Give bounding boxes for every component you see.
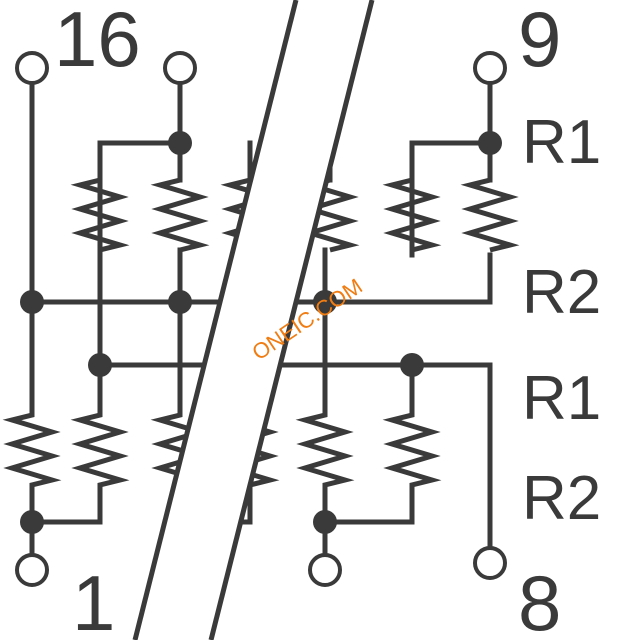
resistor (382, 165, 442, 253)
pin-label-1: 1 (72, 559, 116, 640)
pin-label-8: 8 (518, 559, 562, 640)
break-line-left (132, 0, 299, 640)
junction-dot (400, 353, 424, 377)
pin-terminal-16 (15, 51, 49, 85)
junction-dots (20, 131, 502, 534)
junction-dot (313, 290, 337, 314)
top-right-node-wire (409, 140, 493, 258)
junction-dot (168, 131, 192, 155)
net-label-r1-mid: R1 (522, 364, 602, 433)
junction-dot (313, 510, 337, 534)
resistor (295, 400, 355, 498)
junction-dot (20, 290, 44, 314)
resistor (70, 400, 130, 498)
bottom-left-node-wire (29, 495, 103, 525)
pin-terminal (163, 51, 197, 85)
bottom-right-node-wire (322, 495, 415, 525)
junction-dot (88, 353, 112, 377)
net-label-r2-mid: R2 (522, 258, 602, 327)
pin-terminal (308, 553, 342, 587)
break-mask (135, 0, 372, 640)
pin-terminal-9 (473, 51, 507, 85)
resistor (70, 165, 130, 300)
pin-terminal-8 (473, 546, 507, 580)
resistor (382, 400, 442, 498)
junction-dot (20, 510, 44, 534)
resistor (150, 165, 210, 253)
break-band (132, 0, 375, 640)
pin-terminals (15, 51, 507, 587)
resistor (2, 400, 62, 498)
junction-dot (168, 290, 192, 314)
pin-label-9: 9 (518, 0, 562, 83)
net-label-r2-bottom: R2 (522, 464, 602, 533)
resistor (460, 165, 520, 253)
net-label-r1-top: R1 (522, 108, 602, 177)
junction-dot (478, 131, 502, 155)
pin-terminal-1 (15, 553, 49, 587)
break-line-right (208, 0, 375, 640)
top-left-node-wire (97, 140, 183, 368)
pin-label-16: 16 (54, 0, 141, 83)
